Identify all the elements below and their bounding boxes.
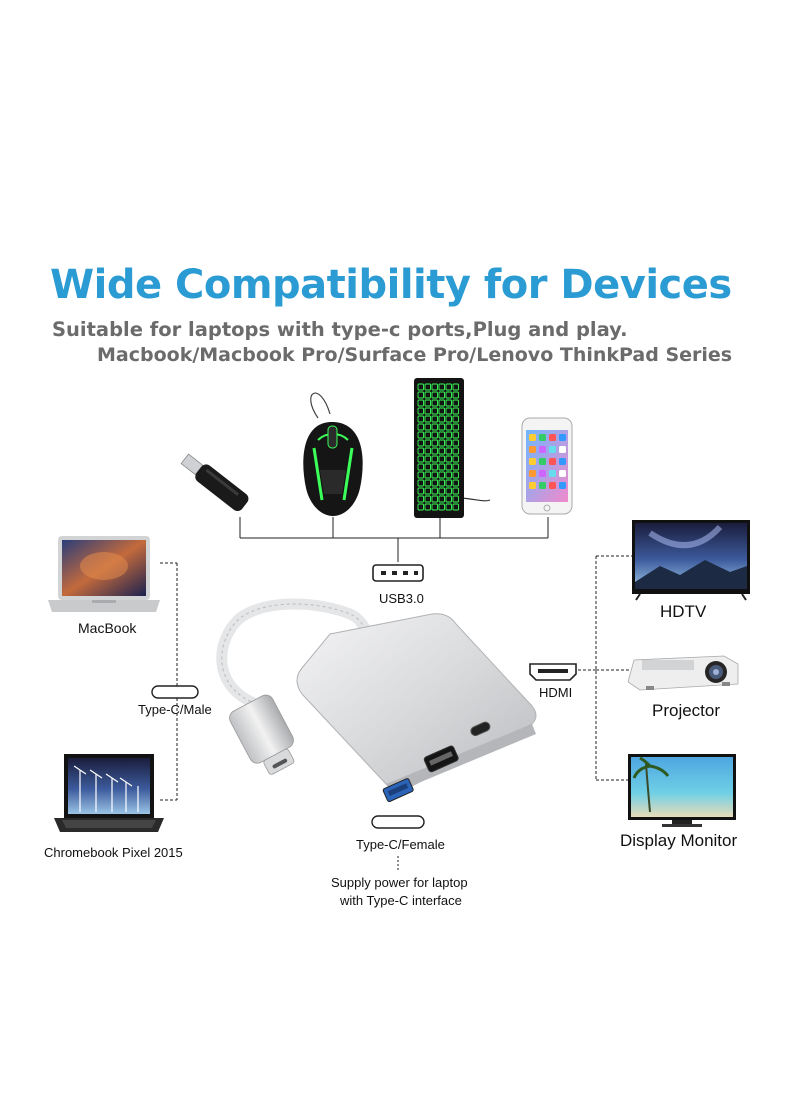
projector-icon [627,655,739,691]
page-title: Wide Compatibility for Devices [50,262,732,308]
smartphone-icon [521,417,573,515]
supply-power-label-2: with Type-C interface [340,893,462,908]
usb-connection-lines [239,517,549,562]
chromebook-icon [54,754,164,832]
usb-c-hub-icon [216,598,537,803]
display-monitor-label: Display Monitor [620,831,738,850]
supply-power-label-1: Supply power for laptop [331,875,468,890]
right-dashed-lines [578,555,634,781]
usb-label: USB3.0 [379,591,424,606]
hdmi-label: HDMI [539,685,573,700]
hdmi-port-pins [538,669,568,673]
hdtv-label: HDTV [660,602,707,621]
typec-male-port-icon [151,685,199,699]
display-monitor-icon [628,754,736,827]
keyboard-icon [414,378,491,518]
hdtv-icon [632,520,750,601]
usb-port-icon [372,564,424,582]
subtitle-line-1: Suitable for laptops with type-c ports,P… [52,318,628,341]
macbook-label: MacBook [78,620,137,636]
typec-female-port-icon [371,815,425,829]
projector-label: Projector [652,701,721,720]
typec-female-label: Type-C/Female [356,837,445,852]
gaming-mouse-icon [303,392,363,516]
subtitle-line-2: Macbook/Macbook Pro/Surface Pro/Lenovo T… [97,344,733,366]
macbook-icon [48,536,160,612]
typec-male-label: Type-C/Male [138,702,212,717]
left-dashed-lines [160,562,178,801]
usb-drive-icon [180,453,249,512]
chromebook-label: Chromebook Pixel 2015 [44,845,183,860]
